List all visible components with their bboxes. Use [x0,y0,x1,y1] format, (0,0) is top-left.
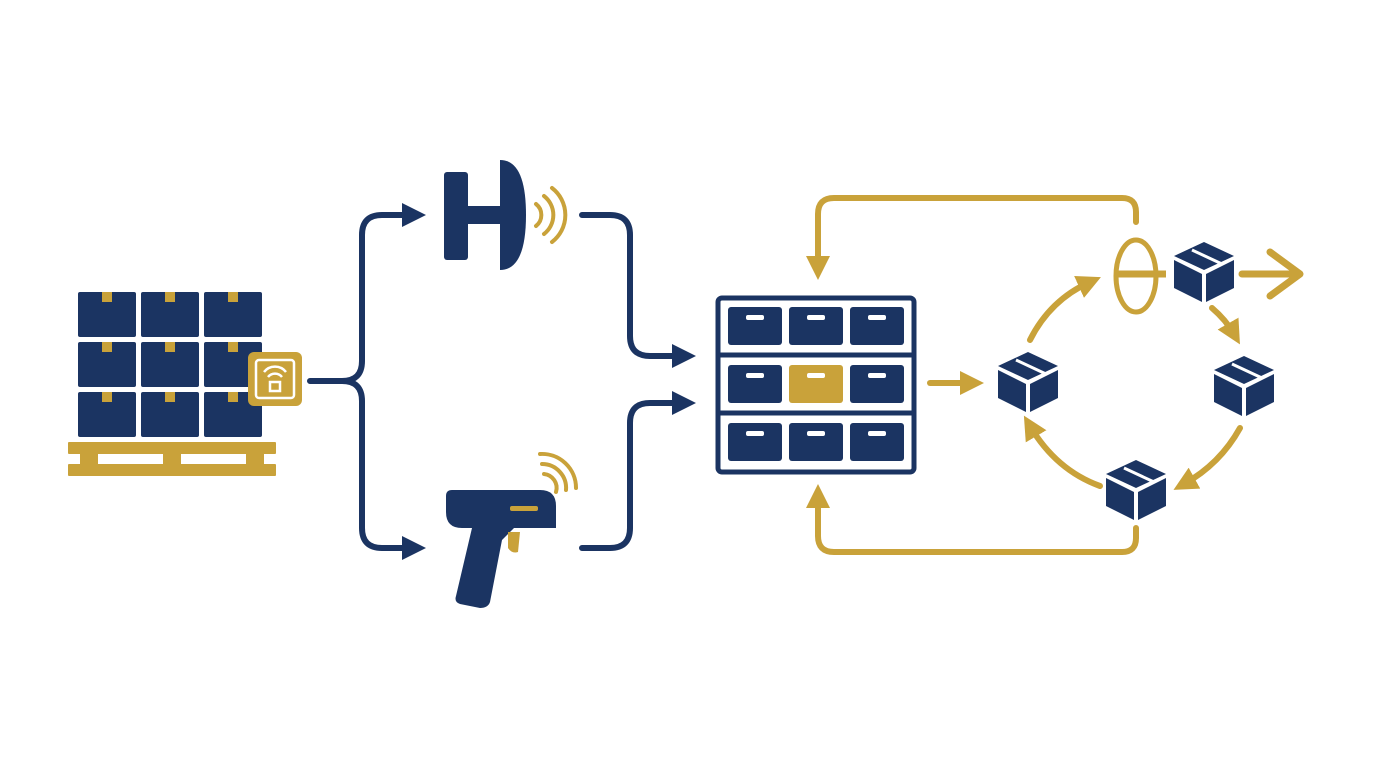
bottom-return-connector [806,484,1139,555]
gate-reader-icon [1113,237,1166,315]
tag-to-readers-connector [307,203,426,560]
cycle-arrows [1023,275,1243,490]
shipped-box-icon [1174,242,1234,302]
box-cycle-icon [998,352,1274,520]
storage-shelf-icon [715,295,917,475]
pallet-boxes-icon [68,292,276,476]
box-icon [1106,460,1166,520]
top-return-connector [806,195,1139,280]
box-icon [998,352,1058,412]
readers-to-inventory-connector [579,212,696,551]
rfid-tag-icon [248,352,302,406]
handheld-scanner-icon [446,451,579,608]
box-icon [1214,356,1274,416]
rfid-antenna-icon [444,160,568,270]
exit-arrow-icon [1238,248,1304,300]
